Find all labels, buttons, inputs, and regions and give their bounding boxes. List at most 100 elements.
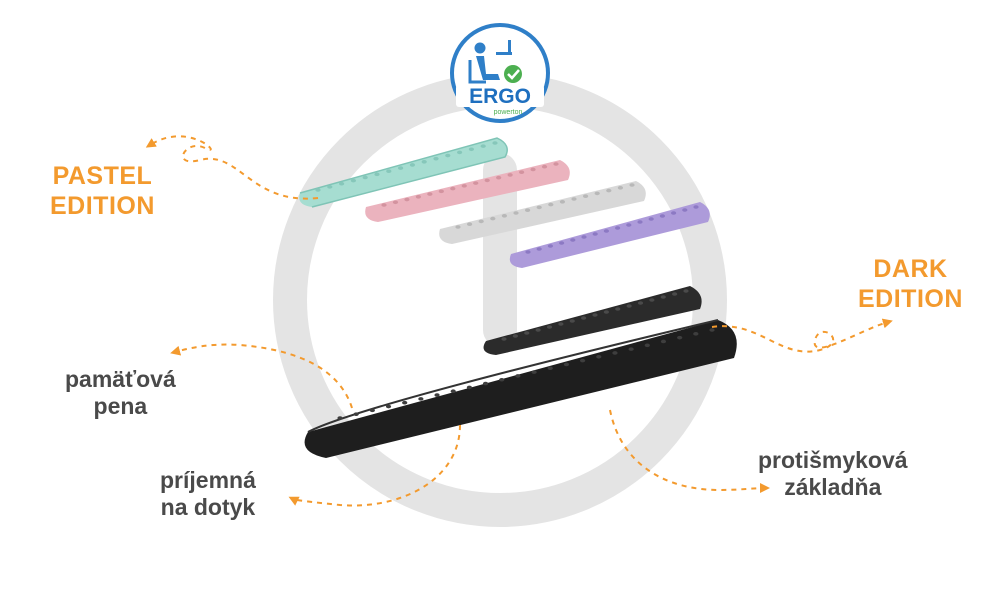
perforation-dot [484, 178, 490, 183]
perforation-dot [381, 203, 387, 207]
perforation-dot [547, 244, 554, 248]
perforation-dot [553, 162, 559, 166]
perforation-dot [362, 175, 368, 180]
perforation-dot [612, 351, 618, 355]
logo-sub: powerton [494, 109, 523, 116]
dark-arrow-line [711, 318, 893, 353]
perforation-dot [482, 381, 489, 386]
perforation-dot [644, 343, 650, 348]
perforation-dot [409, 163, 415, 167]
perforation-dot [513, 211, 519, 215]
perforation-dot [594, 191, 600, 196]
perforation-dot [450, 389, 456, 394]
perforation-dot [547, 366, 553, 371]
perforation-dot [492, 141, 498, 145]
perforation-dot [524, 331, 530, 335]
ergonomic-person-icon [468, 40, 512, 84]
perforation-dot [548, 202, 554, 207]
memory-foam-arrow-line [170, 343, 353, 409]
perforation-dot [466, 385, 472, 390]
memory-line-2: pena [93, 393, 148, 420]
perforation-dot [629, 183, 635, 187]
dark-edition-label: DARK EDITION [858, 255, 963, 314]
memory-line-1: pamäťová [65, 366, 176, 392]
perforation-dot [615, 226, 621, 230]
dark-line-2: EDITION [858, 284, 963, 313]
perforation-dot [461, 184, 467, 188]
perforation-dot [337, 416, 343, 420]
perforation-dot [530, 167, 536, 172]
perforation-dot [415, 195, 421, 199]
perforation-dot [398, 166, 404, 170]
perforation-dot [603, 229, 610, 233]
perforation-dot [628, 347, 634, 351]
perforation-dot [468, 147, 474, 152]
perforation-dot [339, 181, 345, 186]
perforation-dot [682, 208, 688, 212]
perforation-dot [580, 358, 586, 363]
wrist-rest-mint [299, 137, 508, 208]
perforation-dot [569, 319, 575, 323]
perforation-dot [457, 150, 463, 155]
wrist-rest-black-small [483, 286, 702, 355]
perforation-dot [536, 205, 542, 210]
pastel-arrow-line [145, 135, 319, 200]
dark-line-1: DARK [873, 255, 948, 283]
perforation-dot [515, 374, 521, 378]
perforation-dot [386, 169, 392, 173]
wrist-rest-lavender [509, 202, 710, 268]
perforation-dot [427, 192, 433, 196]
perforation-dot [693, 205, 699, 209]
ergo-logo: ERGO powerton [450, 23, 550, 123]
perforation-dot [327, 185, 333, 189]
perforation-dot [592, 232, 598, 236]
perforation-dot [369, 408, 375, 413]
perforation-dot [626, 304, 632, 308]
perforation-dot [660, 295, 666, 299]
perforation-dot [559, 200, 566, 204]
perforation-dot [581, 316, 587, 320]
perforation-dot [659, 214, 666, 218]
perforation-dot [519, 170, 525, 174]
perforation-dot [478, 219, 484, 224]
perforation-dot [455, 225, 461, 229]
touch-line-1: príjemná [160, 467, 256, 493]
perforation-dot [496, 175, 502, 180]
check-icon [504, 65, 522, 83]
perforation-dot [571, 197, 577, 201]
perforation-dot [617, 186, 624, 190]
perforation-dot [402, 400, 408, 405]
perforation-dot [512, 334, 518, 338]
perforation-dot [563, 362, 570, 367]
perforation-dot [315, 188, 321, 192]
wrist-rest-black-large [304, 319, 737, 458]
pastel-line-2: EDITION [50, 191, 155, 220]
perforation-dot [350, 178, 356, 183]
anti-slip-base-label: protišmyková základňa [758, 447, 908, 501]
perforation-dot [581, 235, 587, 239]
logo-brand: ERGO [469, 85, 531, 108]
perforation-dot [490, 216, 496, 221]
perforation-dot [592, 313, 598, 317]
perforation-dot [353, 412, 359, 416]
pastel-line-1: PASTEL [52, 162, 153, 190]
antislip-line-2: základňa [784, 474, 882, 501]
perforation-dot [536, 247, 542, 251]
perforation-dot [438, 189, 444, 194]
perforation-dot [525, 250, 531, 254]
perforation-dot [648, 217, 654, 221]
perforation-dot [433, 156, 439, 161]
perforation-dot [671, 211, 677, 215]
perforation-dot [546, 325, 553, 329]
annotation-lines [145, 135, 893, 507]
perforation-dot [583, 194, 589, 198]
perforation-dot [404, 197, 410, 202]
perforation-dot [606, 188, 612, 193]
touch-line-2: na dotyk [160, 494, 256, 521]
perforation-dot [421, 160, 427, 164]
perforation-dot [473, 181, 479, 185]
perforation-dot [683, 289, 689, 293]
perforation-dot [603, 310, 609, 314]
pastel-edition-label: PASTEL EDITION [50, 162, 155, 221]
